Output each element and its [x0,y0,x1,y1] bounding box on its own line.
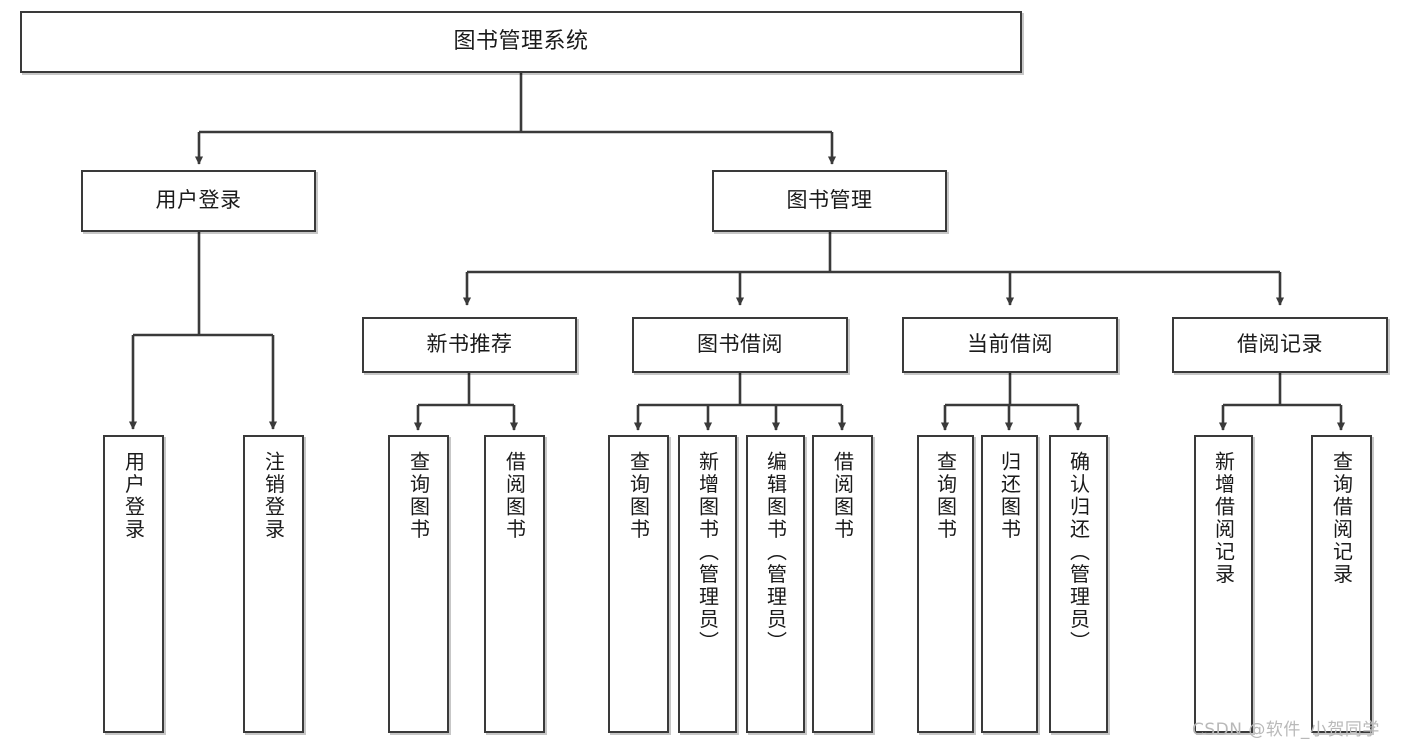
node-borrow-record[interactable]: 借阅记录 [1172,317,1388,373]
watermark-text: CSDN @软件_小贺同学 [1192,720,1380,740]
node-leaf-query-book-3[interactable]: 查询图书 [917,435,974,733]
node-leaf-confirm-return-admin[interactable]: 确认归还（管理员） [1049,435,1108,733]
node-leaf-query-borrow-record-label: 查询借阅记录 [1329,451,1354,586]
node-leaf-return-book-label: 归还图书 [997,451,1022,541]
node-leaf-add-borrow-record-label: 新增借阅记录 [1211,451,1236,586]
node-new-book-recommend-label: 新书推荐 [426,332,513,357]
node-root[interactable]: 图书管理系统 [20,11,1022,73]
node-user-login-label: 用户登录 [155,188,242,213]
node-leaf-borrow-book-1[interactable]: 借阅图书 [484,435,545,733]
node-leaf-query-book-1[interactable]: 查询图书 [388,435,449,733]
node-leaf-return-book[interactable]: 归还图书 [981,435,1038,733]
node-leaf-query-book-2-label: 查询图书 [626,451,651,541]
node-new-book-recommend[interactable]: 新书推荐 [362,317,577,373]
node-leaf-user-login[interactable]: 用户登录 [103,435,164,733]
node-current-borrow[interactable]: 当前借阅 [902,317,1118,373]
node-book-borrow[interactable]: 图书借阅 [632,317,848,373]
node-leaf-confirm-return-admin-label: 确认归还（管理员） [1066,451,1091,654]
node-leaf-query-book-2[interactable]: 查询图书 [608,435,669,733]
node-book-management-label: 图书管理 [786,188,873,213]
node-user-login[interactable]: 用户登录 [81,170,316,232]
node-leaf-edit-book-admin[interactable]: 编辑图书（管理员） [746,435,805,733]
node-book-borrow-label: 图书借阅 [697,332,783,357]
node-leaf-logout-login[interactable]: 注销登录 [243,435,304,733]
node-root-label: 图书管理系统 [453,28,589,54]
node-leaf-borrow-book-1-label: 借阅图书 [502,451,527,541]
node-leaf-add-book-admin[interactable]: 新增图书（管理员） [678,435,737,733]
node-leaf-edit-book-admin-label: 编辑图书（管理员） [763,451,788,654]
node-leaf-logout-login-label: 注销登录 [261,451,286,541]
node-leaf-add-book-admin-label: 新增图书（管理员） [695,451,720,654]
node-leaf-add-borrow-record[interactable]: 新增借阅记录 [1194,435,1253,733]
node-current-borrow-label: 当前借阅 [967,332,1053,357]
node-book-management[interactable]: 图书管理 [712,170,947,232]
node-leaf-query-borrow-record[interactable]: 查询借阅记录 [1311,435,1372,733]
node-leaf-user-login-label: 用户登录 [121,451,146,541]
node-leaf-query-book-3-label: 查询图书 [933,451,958,541]
node-borrow-record-label: 借阅记录 [1237,332,1323,357]
node-leaf-query-book-1-label: 查询图书 [406,451,431,541]
node-leaf-borrow-book-2-label: 借阅图书 [830,451,855,541]
node-leaf-borrow-book-2[interactable]: 借阅图书 [812,435,873,733]
